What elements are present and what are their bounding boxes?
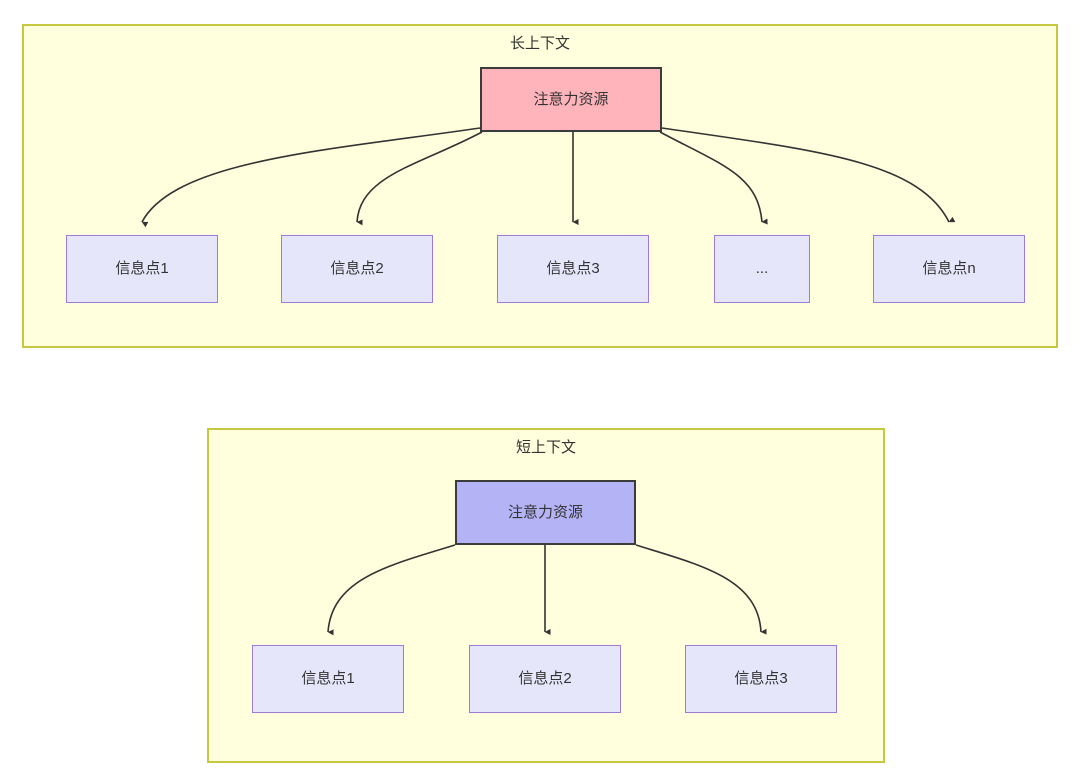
node-info-point-3-short[interactable]: 信息点3 xyxy=(685,645,837,713)
node-label: 信息点n xyxy=(922,260,976,277)
panel-long-context-title: 长上下文 xyxy=(509,35,570,52)
node-label: 信息点1 xyxy=(301,670,355,687)
node-info-point-ellipsis-long[interactable]: ... xyxy=(714,235,810,303)
node-label: 信息点2 xyxy=(518,670,572,687)
node-label: 注意力资源 xyxy=(507,503,583,521)
node-label: 信息点3 xyxy=(734,670,788,687)
node-attention-resource-short[interactable]: 注意力资源 xyxy=(455,480,636,545)
node-label: 信息点2 xyxy=(330,260,384,277)
node-label: 信息点1 xyxy=(115,260,169,277)
node-info-point-2-long[interactable]: 信息点2 xyxy=(281,235,433,303)
node-info-point-2-short[interactable]: 信息点2 xyxy=(469,645,621,713)
node-info-point-1-short[interactable]: 信息点1 xyxy=(252,645,404,713)
panel-short-context-title: 短上下文 xyxy=(515,439,576,456)
node-attention-resource-long[interactable]: 注意力资源 xyxy=(480,67,662,132)
node-info-point-1-long[interactable]: 信息点1 xyxy=(66,235,218,303)
node-label: ... xyxy=(755,260,769,277)
node-label: 注意力资源 xyxy=(533,90,609,108)
node-label: 信息点3 xyxy=(546,260,600,277)
node-info-point-n-long[interactable]: 信息点n xyxy=(873,235,1025,303)
node-info-point-3-long[interactable]: 信息点3 xyxy=(497,235,649,303)
